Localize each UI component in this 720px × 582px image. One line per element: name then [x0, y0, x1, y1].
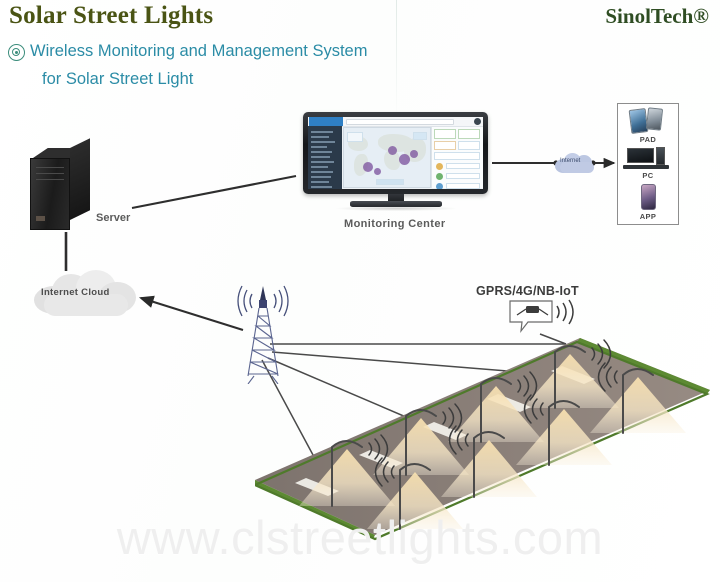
device-label-pad: PAD [639, 135, 657, 144]
internet-label: Internet [560, 158, 581, 164]
dashboard-screen [308, 117, 483, 189]
background-streak [396, 0, 397, 120]
brand-logo-text: SinolTech® [605, 4, 709, 28]
widescreen-monitor-icon [303, 112, 488, 214]
bullseye-icon [8, 44, 25, 61]
site-watermark: www.clstreetlights.com [116, 511, 604, 564]
internet-cloud-small-icon [554, 150, 598, 176]
page-title: Solar Street Lights [9, 2, 214, 29]
subtitle-line-2: for Solar Street Light [42, 70, 194, 88]
gateway-label: GPRS/4G/NB-IoT [476, 284, 579, 298]
cell-tower-icon [237, 285, 289, 384]
pc-tower-icon [656, 147, 665, 165]
client-devices-box: PAD PC APP [617, 103, 679, 225]
desktop-computer-icon [627, 148, 654, 163]
wireless-gateway-icon [509, 299, 574, 334]
device-label-pc: PC [642, 171, 654, 180]
device-label-app: APP [639, 212, 657, 221]
smartphone-icon [641, 184, 656, 210]
internet-cloud-label: Internet Cloud [41, 287, 110, 298]
link-server-to-monitor [131, 174, 297, 210]
subtitle-line-1: Wireless Monitoring and Management Syste… [30, 42, 368, 60]
monitoring-center-label: Monitoring Center [344, 218, 446, 230]
cloud-icon [30, 268, 140, 316]
street-light-scene [255, 338, 710, 541]
subtitle-block: Wireless Monitoring and Management Syste… [8, 41, 478, 90]
tablet-icon [628, 108, 649, 134]
keyboard-icon [623, 165, 669, 169]
server-rack-icon [30, 138, 92, 230]
tablet-icon-2 [645, 107, 664, 131]
server-label: Server [96, 212, 131, 224]
